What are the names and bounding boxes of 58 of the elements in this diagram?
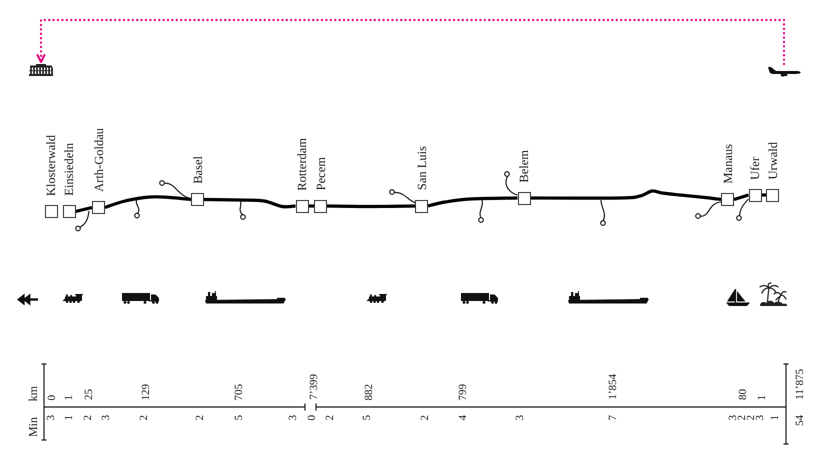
duration-label: 2	[84, 415, 92, 420]
station-name: Manaus	[720, 144, 734, 184]
duration-label: 3	[288, 415, 298, 420]
duration-label: 7	[608, 415, 618, 420]
duration-label: 2	[326, 415, 334, 420]
distance-label: 1’854	[608, 374, 618, 400]
station-name: Klosterwald	[44, 134, 58, 196]
distance-label: 0	[48, 394, 56, 400]
route-line	[734, 193, 749, 202]
route-line	[326, 204, 416, 208]
station-name: Einsiedeln	[62, 143, 76, 196]
distance-label: 25	[84, 389, 94, 400]
duration-label: 3	[516, 415, 524, 420]
duration-label: 2	[746, 415, 756, 420]
distance-label: 799	[458, 384, 468, 400]
duration-label: 3	[46, 415, 56, 420]
distance-label: 7’399	[310, 374, 318, 400]
duration-label: 3	[756, 415, 764, 420]
route-line	[428, 196, 518, 208]
duration-label: 54	[796, 415, 804, 426]
route-line	[75, 206, 92, 214]
route-line	[308, 204, 314, 208]
route-line	[762, 193, 766, 197]
airplane-icon	[767, 66, 801, 77]
duration-label: 5	[234, 415, 244, 420]
route-line	[104, 195, 192, 210]
unit-label: Min	[28, 417, 38, 438]
dotted-arrow	[36, 18, 786, 66]
unit-label: km	[28, 386, 38, 401]
duration-label: 4	[458, 415, 468, 420]
duration-label: 5	[362, 415, 372, 420]
duration-label: 3	[728, 415, 738, 420]
station-name: Pecem	[314, 157, 328, 190]
duration-label: 2	[196, 415, 204, 420]
duration-label: 2	[140, 415, 148, 420]
duration-label: 1	[64, 415, 74, 420]
station-name: Belem	[517, 150, 531, 182]
distance-label: 129	[142, 384, 150, 400]
duration-label: 1	[770, 415, 780, 420]
duration-label: 0	[308, 415, 316, 420]
distance-label: 11’875	[796, 369, 804, 400]
route-line	[204, 198, 296, 208]
duration-label: 2	[738, 415, 746, 420]
distance-label: 1	[758, 394, 766, 400]
route-line	[530, 189, 722, 202]
station-name: Basel	[190, 156, 204, 184]
distance-label: 1	[64, 394, 74, 400]
distance-label: 882	[364, 384, 374, 400]
station-name: Ufer	[748, 156, 762, 180]
station-name: Arth-Goldau	[92, 128, 106, 192]
duration-label: 3	[102, 415, 110, 420]
distance-label: 705	[234, 384, 244, 400]
station-name: Urwald	[766, 142, 780, 180]
station-name: San Luis	[414, 146, 428, 190]
distance-label: 80	[738, 389, 748, 400]
building-icon	[29, 64, 53, 76]
duration-label: 2	[420, 415, 430, 420]
station-name: Rotterdam	[295, 138, 309, 190]
